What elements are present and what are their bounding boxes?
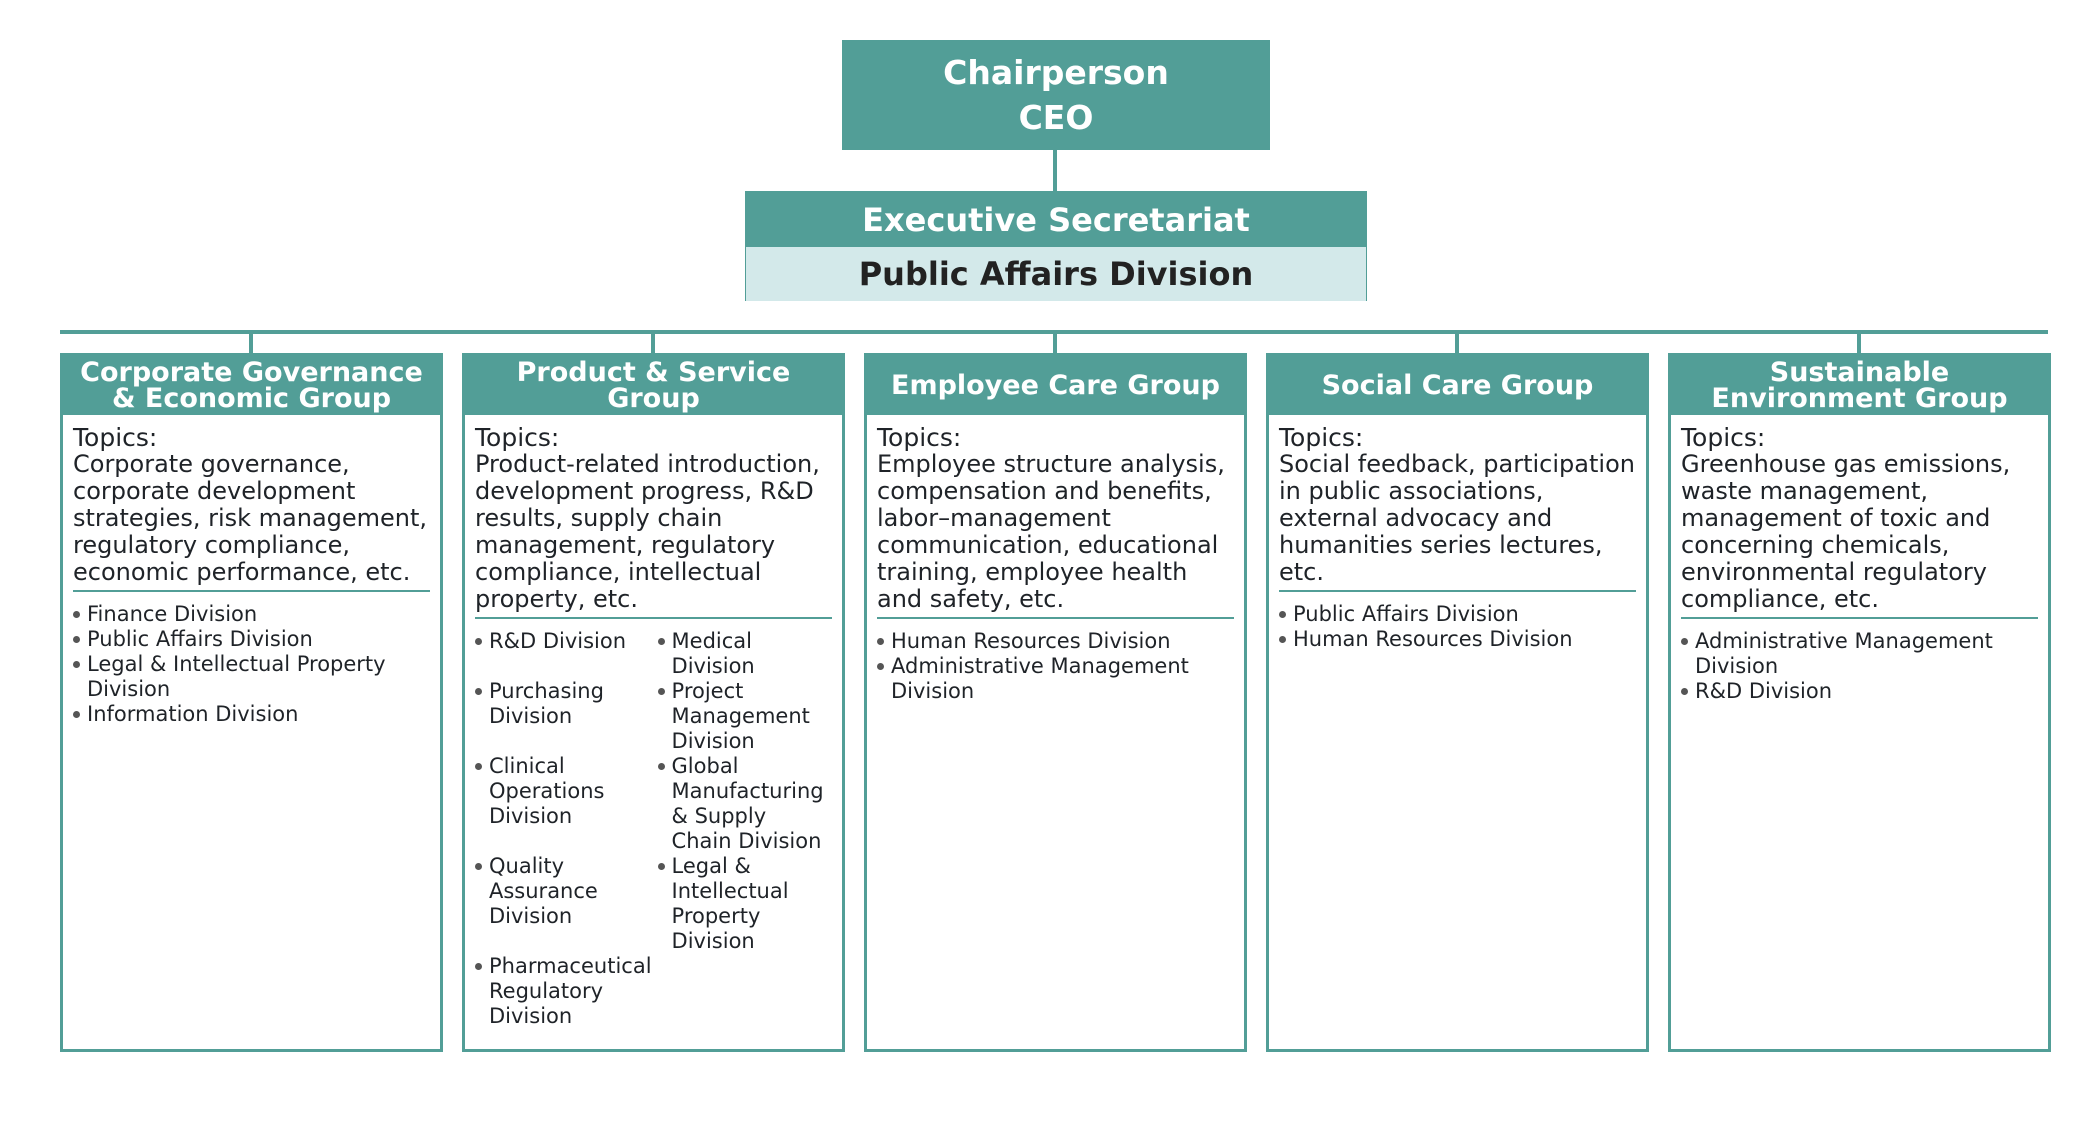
list-item: Project Management Division	[657, 679, 832, 754]
connector-ceo-secretariat	[1053, 150, 1057, 191]
topics-text: Social feedback, participation in public…	[1279, 450, 1635, 586]
topics-text: Corporate governance, corporate developm…	[73, 450, 428, 586]
topics-text: Employee structure analysis, compensatio…	[877, 450, 1225, 613]
list-item: Pharmaceutical Regulatory Division	[475, 954, 652, 1029]
group-product-service: Product & Service Group Topics: Product-…	[462, 353, 845, 1052]
list-item: Information Division	[73, 702, 430, 727]
chairperson-ceo-box: Chairperson CEO	[842, 40, 1270, 150]
list-item: Administrative Management Division	[877, 654, 1234, 704]
list-item: Medical Division	[657, 629, 832, 679]
list-item: Legal & Intellectual Property Division	[657, 854, 832, 954]
divider	[475, 617, 832, 619]
list-item: Administrative Management Division	[1681, 629, 2038, 679]
division-list: Public Affairs Division Human Resources …	[1279, 602, 1636, 652]
topics-label: Topics:	[877, 423, 962, 452]
list-item: Clinical Operations Division	[475, 754, 652, 829]
division-list-col2: Medical Division Project Management Divi…	[657, 629, 832, 1054]
topics-label: Topics:	[475, 423, 560, 452]
list-item: Human Resources Division	[1279, 627, 1636, 652]
executive-secretariat-title: Executive Secretariat	[746, 192, 1366, 247]
topics-text: Greenhouse gas emissions, waste manageme…	[1681, 450, 2011, 613]
group-title: Product & Service Group	[465, 356, 842, 415]
topics-text: Product-related introduction, developmen…	[475, 450, 820, 613]
division-list: Administrative Management Division R&D D…	[1681, 629, 2038, 704]
divider	[877, 617, 1234, 619]
division-list-col1: R&D Division Purchasing Division Clinica…	[475, 629, 652, 1054]
division-list: Human Resources Division Administrative …	[877, 629, 1234, 704]
topics-label: Topics:	[1681, 423, 1766, 452]
list-item: Quality Assurance Division	[475, 854, 652, 929]
list-item: Human Resources Division	[877, 629, 1234, 654]
public-affairs-division-label: Public Affairs Division	[746, 247, 1366, 301]
group-title: Corporate Governance & Economic Group	[63, 356, 440, 415]
connector-drop-2	[651, 330, 655, 353]
connector-drop-5	[1857, 330, 1861, 353]
list-item: Legal & Intellectual Property Division	[73, 652, 430, 702]
list-item: R&D Division	[475, 629, 652, 654]
topics-label: Topics:	[1279, 423, 1364, 452]
topics-label: Topics:	[73, 423, 158, 452]
divider	[1681, 617, 2038, 619]
list-item: Public Affairs Division	[73, 627, 430, 652]
group-employee-care: Employee Care Group Topics: Employee str…	[864, 353, 1247, 1052]
executive-secretariat-box: Executive Secretariat Public Affairs Div…	[745, 191, 1367, 301]
divider	[1279, 590, 1636, 592]
list-item: R&D Division	[1681, 679, 2038, 704]
ceo-label: CEO	[1018, 98, 1094, 137]
group-title: Employee Care Group	[867, 356, 1244, 415]
group-title: Sustainable Environment Group	[1671, 356, 2048, 415]
list-item: Finance Division	[73, 602, 430, 627]
connector-drop-1	[249, 330, 253, 353]
connector-drop-3	[1053, 330, 1057, 353]
list-item: Purchasing Division	[475, 679, 652, 729]
group-social-care: Social Care Group Topics: Social feedbac…	[1266, 353, 1649, 1052]
group-corporate-governance: Corporate Governance & Economic Group To…	[60, 353, 443, 1052]
group-title: Social Care Group	[1269, 356, 1646, 415]
division-list: Finance Division Public Affairs Division…	[73, 602, 430, 727]
list-item: Global Manufacturing & Supply Chain Divi…	[657, 754, 832, 854]
chairperson-label: Chairperson	[943, 53, 1169, 92]
divider	[73, 590, 430, 592]
connector-drop-4	[1455, 330, 1459, 353]
group-sustainable-environment: Sustainable Environment Group Topics: Gr…	[1668, 353, 2051, 1052]
list-item: Public Affairs Division	[1279, 602, 1636, 627]
